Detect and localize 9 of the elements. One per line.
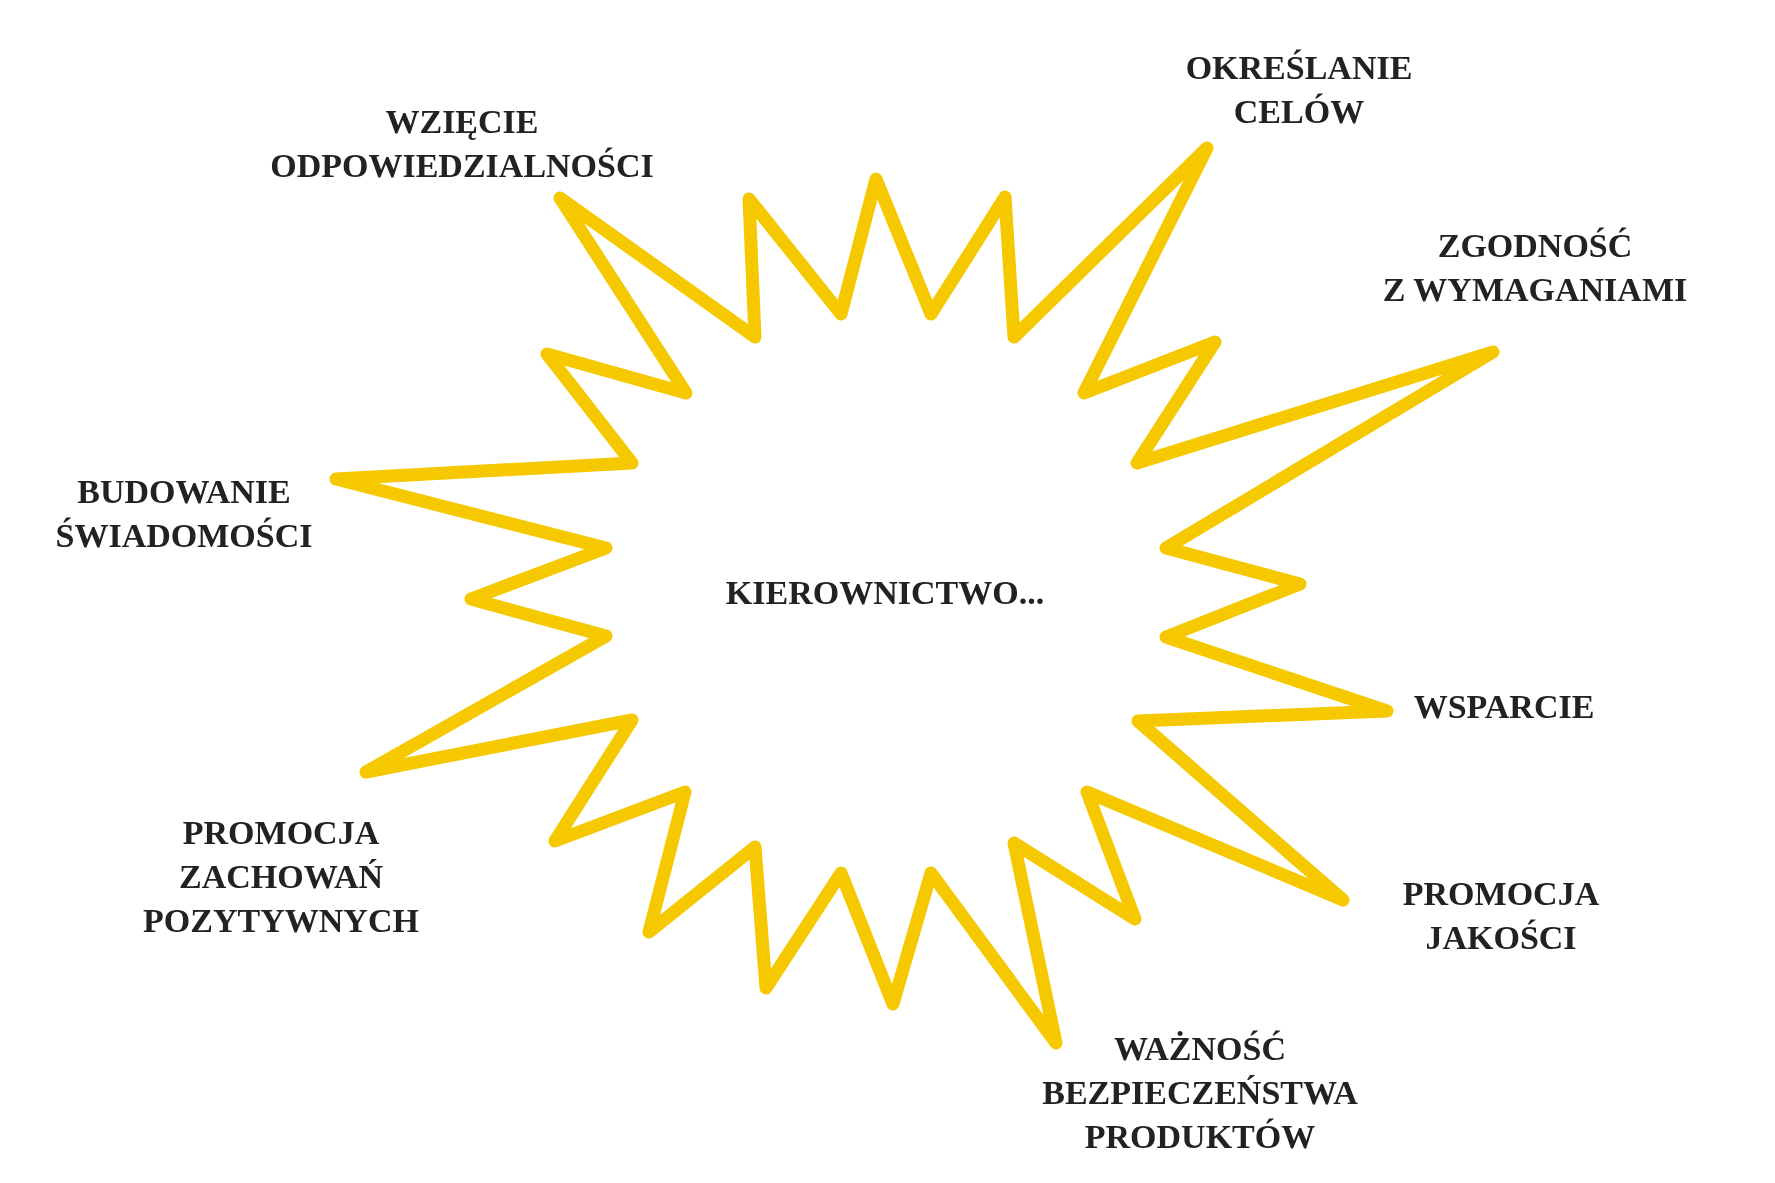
center-heading: KIEROWNICTWO...	[725, 573, 1045, 613]
spike-label: OKREŚLANIE CELÓW	[1185, 48, 1413, 132]
spike-label: WZIĘCIE ODPOWIEDZIALNOŚCI	[270, 102, 654, 186]
spike-label: WSPARCIE	[1413, 687, 1595, 727]
spike-label: PROMOCJA JAKOŚCI	[1402, 874, 1600, 958]
spike-label: PROMOCJA ZACHOWAŃ POZYTYWNYCH	[143, 813, 419, 941]
spike-label: ZGODNOŚĆ Z WYMAGANIAMI	[1382, 226, 1688, 310]
spike-label: BUDOWANIE ŚWIADOMOŚCI	[55, 472, 313, 556]
spike-label: WAŻNOŚĆ BEZPIECZEŃSTWA PRODUKTÓW	[1042, 1029, 1358, 1157]
